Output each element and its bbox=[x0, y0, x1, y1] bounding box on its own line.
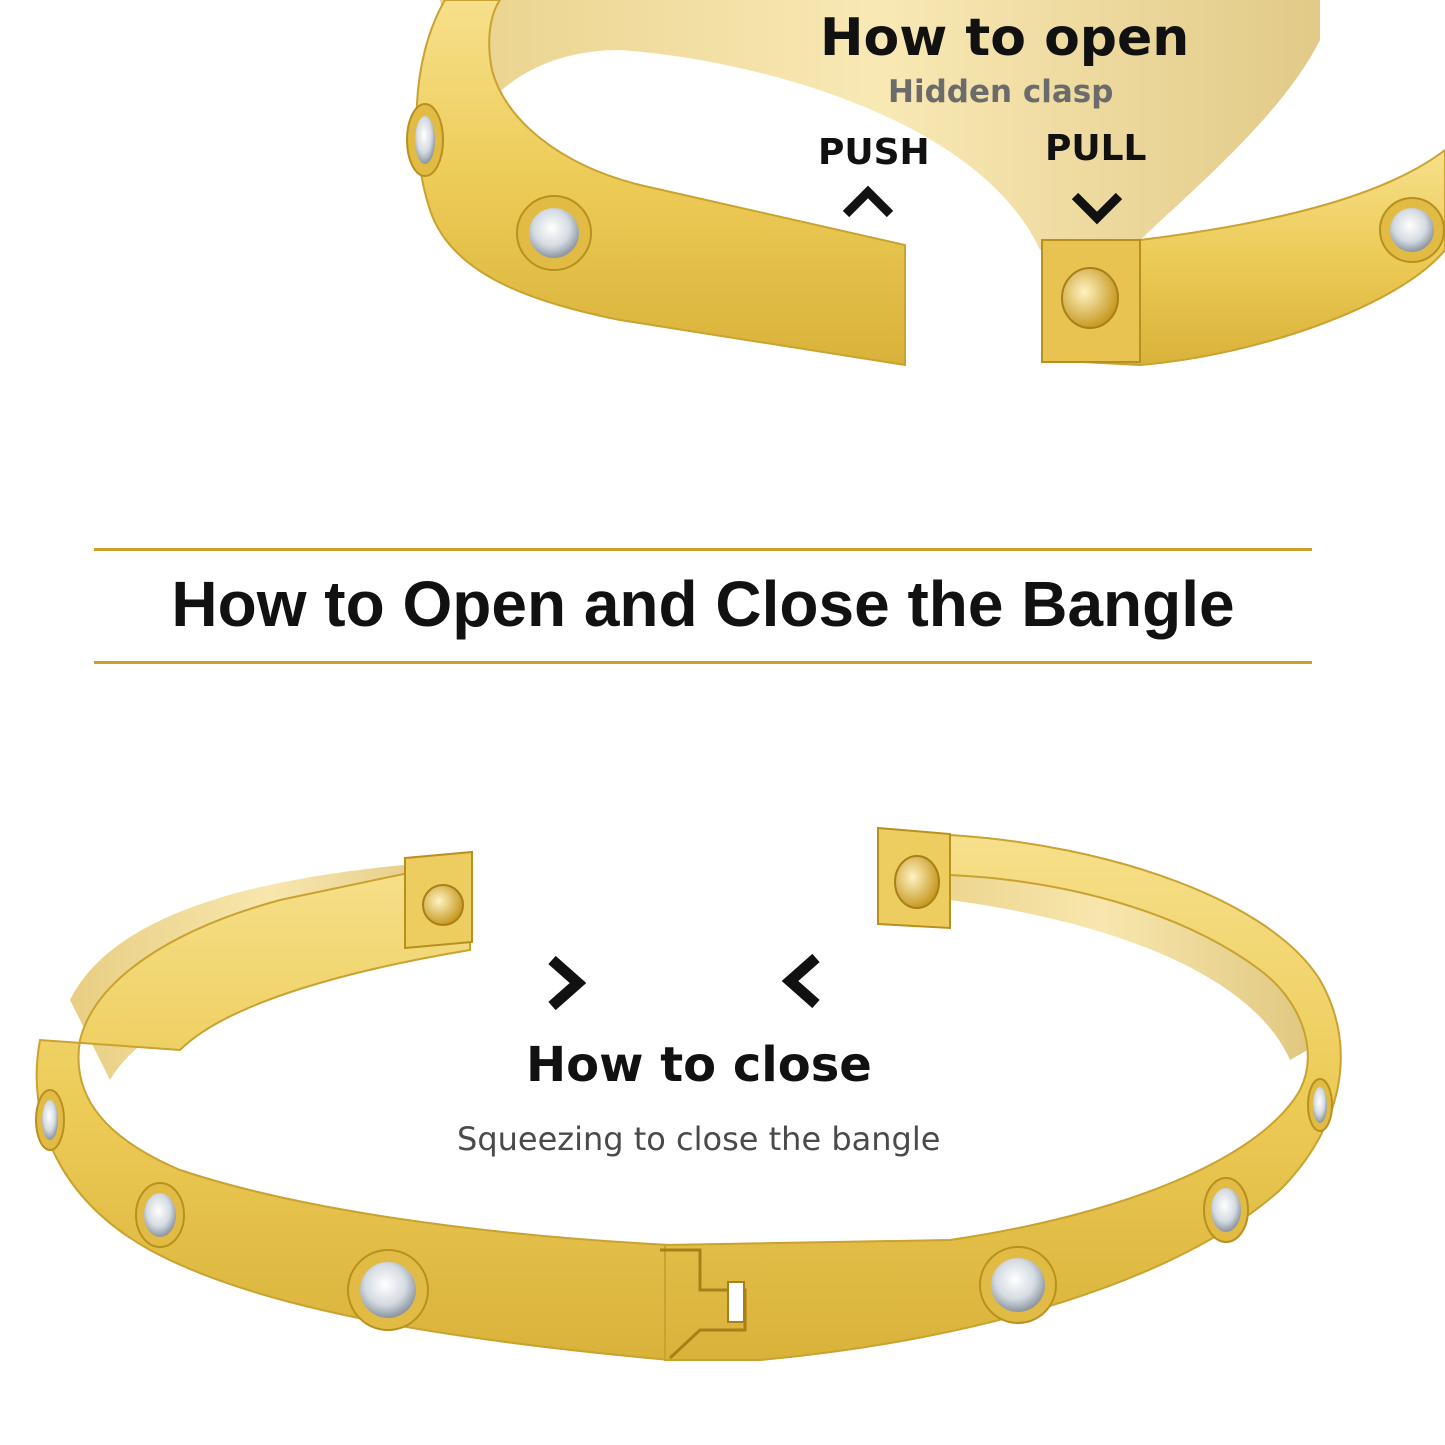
gem-icon bbox=[1379, 197, 1445, 263]
gem-icon bbox=[406, 103, 444, 177]
close-title: How to close bbox=[526, 1037, 872, 1093]
page-title: How to Open and Close the Bangle bbox=[171, 568, 1235, 640]
pull-label: PULL bbox=[1045, 128, 1147, 169]
top-bangle bbox=[406, 0, 1445, 367]
close-subtitle: Squeezing to close the bangle bbox=[457, 1120, 941, 1158]
gem-icon bbox=[1307, 1078, 1333, 1132]
push-label: PUSH bbox=[818, 132, 930, 173]
chevron-up-icon bbox=[842, 185, 894, 218]
gem-icon bbox=[1203, 1177, 1249, 1243]
title-rule-bottom bbox=[94, 661, 1312, 664]
title-rule-top bbox=[94, 548, 1312, 551]
gem-icon bbox=[979, 1246, 1057, 1324]
gem-icon bbox=[35, 1089, 65, 1151]
chevron-right-icon bbox=[548, 955, 587, 1011]
chevron-left-icon bbox=[781, 953, 820, 1009]
open-title: How to open bbox=[820, 8, 1190, 68]
bottom-bangle bbox=[35, 826, 1342, 1361]
chevron-down-icon bbox=[1071, 192, 1123, 225]
gem-icon bbox=[347, 1249, 429, 1331]
open-subtitle: Hidden clasp bbox=[888, 74, 1114, 110]
gem-icon bbox=[135, 1182, 185, 1248]
gem-icon bbox=[516, 195, 592, 271]
